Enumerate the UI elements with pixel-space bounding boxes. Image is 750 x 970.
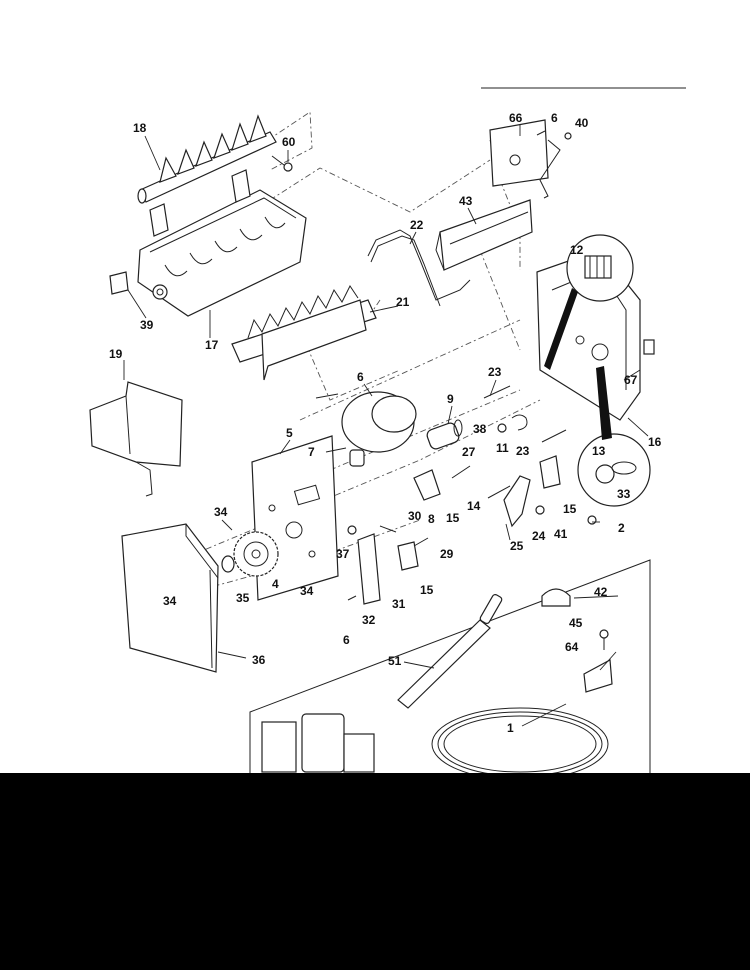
label-33: 33 bbox=[617, 487, 631, 501]
label-34c: 34 bbox=[163, 594, 177, 608]
callout-labels: 18 60 66 6 40 43 22 12 17 39 21 19 23 6 … bbox=[109, 111, 662, 735]
label-60: 60 bbox=[282, 135, 296, 149]
label-16: 16 bbox=[648, 435, 662, 449]
label-12: 12 bbox=[570, 243, 584, 257]
guard-part-19 bbox=[89, 381, 183, 497]
label-13: 13 bbox=[592, 444, 606, 458]
label-23a: 23 bbox=[488, 365, 502, 379]
label-6a: 6 bbox=[551, 111, 558, 125]
label-24: 24 bbox=[532, 529, 546, 543]
label-29: 29 bbox=[440, 547, 454, 561]
label-67: 67 bbox=[624, 373, 638, 387]
label-17: 17 bbox=[205, 338, 219, 352]
front-cover-part-36 bbox=[121, 523, 219, 673]
label-35: 35 bbox=[236, 591, 250, 605]
label-7: 7 bbox=[308, 445, 315, 459]
label-32: 32 bbox=[362, 613, 376, 627]
label-25: 25 bbox=[510, 539, 524, 553]
thermostat-callout-part-13 bbox=[577, 366, 651, 507]
label-15b: 15 bbox=[563, 502, 577, 516]
label-18: 18 bbox=[133, 121, 147, 135]
part-9 bbox=[426, 419, 463, 450]
label-38: 38 bbox=[473, 422, 487, 436]
label-15a: 15 bbox=[446, 511, 460, 525]
label-1: 1 bbox=[507, 721, 514, 735]
label-43: 43 bbox=[459, 194, 473, 208]
feeler-arm-part-22 bbox=[367, 229, 471, 307]
label-9: 9 bbox=[447, 392, 454, 406]
label-34b: 34 bbox=[300, 584, 314, 598]
label-23b: 23 bbox=[516, 444, 530, 458]
label-15c: 15 bbox=[420, 583, 434, 597]
label-6c: 6 bbox=[343, 633, 350, 647]
label-21: 21 bbox=[396, 295, 410, 309]
ejector-part-21 bbox=[231, 285, 377, 381]
label-31: 31 bbox=[392, 597, 406, 611]
label-51: 51 bbox=[388, 654, 402, 668]
small-parts bbox=[315, 385, 597, 605]
label-45: 45 bbox=[569, 616, 583, 630]
label-11: 11 bbox=[496, 441, 509, 455]
label-37: 37 bbox=[336, 547, 350, 561]
label-34a: 34 bbox=[214, 505, 228, 519]
label-42: 42 bbox=[594, 585, 608, 599]
connector-callout-part-12 bbox=[544, 234, 634, 370]
label-64: 64 bbox=[565, 640, 579, 654]
label-39: 39 bbox=[140, 318, 154, 332]
label-30: 30 bbox=[408, 509, 422, 523]
gear-part-4 bbox=[221, 531, 279, 577]
motor-part-7 bbox=[341, 391, 417, 467]
bracket-part-66 bbox=[489, 119, 572, 199]
screw-part-60 bbox=[271, 155, 293, 172]
label-6b: 6 bbox=[357, 370, 364, 384]
label-22: 22 bbox=[410, 218, 424, 232]
water-valve-inset-box bbox=[249, 559, 651, 781]
cover-part-43 bbox=[435, 199, 533, 271]
label-66: 66 bbox=[509, 111, 523, 125]
label-27: 27 bbox=[462, 445, 476, 459]
label-19: 19 bbox=[109, 347, 123, 361]
label-14: 14 bbox=[467, 499, 481, 513]
label-40: 40 bbox=[575, 116, 589, 130]
leader-lines bbox=[123, 124, 649, 727]
ice-mold-part-17 bbox=[109, 169, 307, 317]
mounting-plate-part-5 bbox=[251, 435, 339, 601]
label-5: 5 bbox=[286, 426, 293, 440]
ejector-shaft-part-18 bbox=[137, 114, 277, 204]
label-2: 2 bbox=[618, 521, 625, 535]
label-36: 36 bbox=[252, 653, 266, 667]
label-41: 41 bbox=[554, 527, 568, 541]
label-4: 4 bbox=[272, 577, 279, 591]
label-8: 8 bbox=[428, 512, 435, 526]
black-footer-band bbox=[0, 773, 750, 970]
